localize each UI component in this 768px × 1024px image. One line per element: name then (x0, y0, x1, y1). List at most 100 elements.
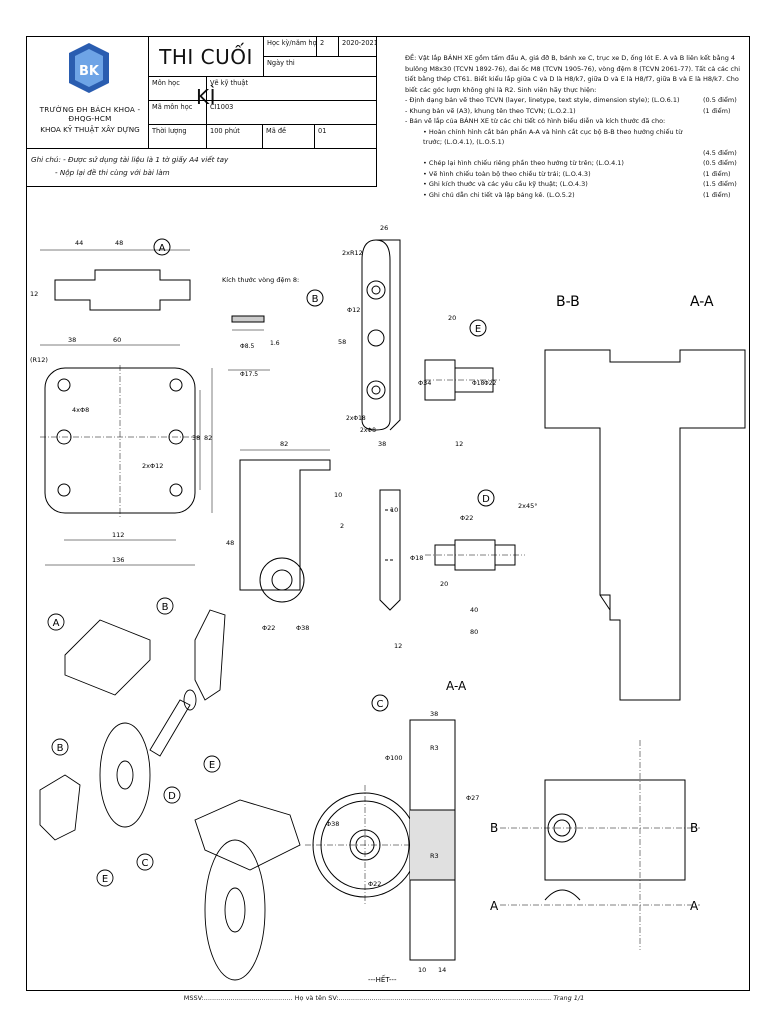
requirement-item: • Hoàn chỉnh hình cắt bán phần A-A và hì… (405, 127, 745, 148)
iso-label-e: E (209, 760, 215, 771)
isometric-sketches: A B C D E B E (39, 597, 301, 981)
dim-a-2xd12: 2xΦ12 (142, 462, 163, 470)
dim-b-d22: Φ22 (262, 624, 275, 632)
date-label: Ngày thi (264, 57, 377, 77)
dim-c-r3b: R3 (430, 852, 439, 860)
requirement-score: (0.5 điểm) (703, 96, 737, 104)
requirement-item: (4.5 điểm) (405, 148, 745, 159)
svg-text:A: A (490, 899, 499, 913)
dim-c-d27: Φ27 (466, 794, 479, 802)
drawing-sheet: BK TRƯỜNG ĐH BÁCH KHOA - ĐHQG-HCM KHOA K… (26, 36, 750, 991)
footer: MSSV:...................................… (0, 994, 768, 1002)
iso-label-a: A (53, 618, 60, 629)
iso-label-d: D (168, 791, 176, 802)
dim-b-2xd8: 2xΦ8 (360, 427, 376, 434)
dim-a-44: 44 (75, 239, 83, 247)
dim-a-112: 112 (112, 531, 124, 539)
logo-text: BK (79, 64, 100, 79)
dim-c-d100: Φ100 (385, 754, 403, 762)
requirement-item: - Khung bản vẽ (A3), khung tên theo TCVN… (405, 106, 745, 117)
requirement-score: (4.5 điểm) (703, 148, 737, 157)
part-c-views: C Φ100 Φ38 Φ22 R3 R3 Φ27 38 10 14 ---HẾT… (305, 694, 479, 984)
student-name-field: Họ và tên SV:...........................… (294, 994, 552, 1002)
washer-label: Kích thước vòng đệm 8: (222, 276, 299, 284)
dim-d-chamfer: 2x45° (518, 502, 538, 510)
university-name: TRƯỜNG ĐH BÁCH KHOA - ĐHQG-HCM (39, 105, 141, 123)
washer-dim-inner: Φ8.5 (240, 343, 254, 350)
term-value: 2 (317, 37, 339, 57)
exam-notes: Ghi chú: - Được sử dụng tài liệu là 1 tờ… (31, 153, 228, 179)
note-line-2: - Nộp lại đề thi cùng với bài làm (55, 168, 170, 177)
dim-a-48: 48 (115, 239, 123, 247)
dim-b-48: 48 (226, 539, 234, 547)
part-e-view: E 20 Φ34 Φ18 Φ22 12 (418, 314, 500, 448)
label-e-top: E (475, 324, 481, 335)
exam-intro: ĐỀ: Vật lắp BÁNH XE gồm tấm đầu A, giá đ… (405, 54, 741, 94)
end-marker: ---HẾT--- (368, 974, 397, 984)
requirement-text: • Ghi chú dẫn chi tiết và lập bảng kê. (… (423, 190, 575, 199)
dim-b-2xr12: 2xR12 (342, 249, 363, 257)
dim-c-38: 38 (430, 710, 438, 718)
requirement-list: - Định dạng bản vẽ theo TCVN (layer, lin… (405, 95, 745, 200)
code-value: CI1003 (207, 101, 377, 125)
dim-e-12: 12 (455, 440, 463, 448)
dim-b-10b: 10 (390, 506, 398, 514)
code-label: Mã môn học (149, 101, 207, 125)
requirement-score: (1.5 điểm) (703, 180, 737, 188)
dim-e-d34: Φ34 (418, 379, 431, 387)
requirement-score: (0.5 điểm) (703, 159, 737, 167)
duration-value: 100 phút (207, 125, 263, 149)
dim-b-38: 38 (378, 440, 386, 448)
requirement-text: - Định dạng bản vẽ theo TCVN (layer, lin… (405, 96, 680, 104)
iso-label-e2: E (102, 874, 108, 885)
requirement-text: • Ghi kích thước và các yêu cầu kỹ thuật… (423, 180, 588, 188)
dim-b-2: 2 (340, 522, 344, 530)
dim-d-d22: Φ22 (460, 514, 473, 522)
logo-cell: BK TRƯỜNG ĐH BÁCH KHOA - ĐHQG-HCM KHOA K… (27, 37, 149, 149)
dim-a-4xd8: 4xΦ8 (72, 406, 89, 414)
requirement-item: • Chép lại hình chiếu riêng phần theo hư… (405, 158, 745, 169)
washer-dim-thick: 1.6 (270, 340, 280, 347)
label-b-top: B (312, 294, 319, 305)
student-id-field: MSSV:...................................… (183, 994, 293, 1002)
dim-d-d18: Φ18 (410, 554, 423, 562)
dim-b-d12: Φ12 (347, 306, 360, 314)
iso-label-b2: B (57, 743, 64, 754)
dim-b-2xd18: 2xΦ18 (346, 415, 366, 422)
year-value: 2020-2021 (339, 37, 377, 57)
dim-c-r3a: R3 (430, 744, 439, 752)
requirement-text: - Bản vẽ lắp của BÁNH XE từ các chi tiết… (405, 117, 666, 125)
requirement-text: - Khung bản vẽ (A3), khung tên theo TCVN… (405, 106, 576, 115)
washer-view: Kích thước vòng đệm 8: Φ8.5 Φ17.5 1.6 (222, 276, 299, 378)
dim-b-26: 26 (380, 224, 388, 232)
requirement-item: • Ghi kích thước và các yêu cầu kỹ thuật… (405, 179, 745, 190)
requirement-text: • Vẽ hình chiếu toàn bộ theo chiều từ tr… (423, 169, 591, 178)
dim-a-12: 12 (30, 290, 38, 298)
dim-e-d18: Φ18 (472, 380, 485, 387)
requirement-item: • Vẽ hình chiếu toàn bộ theo chiều từ tr… (405, 169, 745, 180)
exam-code-label: Mã đề (263, 125, 315, 149)
requirement-text: • Hoàn chỉnh hình cắt bán phần A-A và hì… (423, 127, 683, 147)
requirement-text: • Chép lại hình chiếu riêng phần theo hư… (423, 159, 624, 167)
exam-requirements: ĐỀ: Vật lắp BÁNH XE gồm tấm đầu A, giá đ… (405, 53, 745, 200)
dim-e-d22: Φ22 (484, 380, 497, 387)
faculty-name: KHOA KỸ THUẬT XÂY DỰNG (40, 125, 140, 134)
subject-label: Môn học (149, 77, 207, 101)
dim-a-82: 82 (204, 434, 212, 442)
dim-c-10: 10 (418, 966, 426, 974)
svg-text:B: B (490, 821, 498, 835)
exam-title: THI CUỐI KÌ (149, 37, 264, 109)
section-views: B-B A-A A-A B B A A (446, 294, 746, 950)
requirement-score: (1 điểm) (703, 169, 731, 178)
iso-label-b: B (162, 602, 169, 613)
note-line-1: Ghi chú: - Được sử dụng tài liệu là 1 tờ… (31, 155, 229, 164)
section-aa-lower-title: A-A (446, 679, 467, 693)
page-number: Trang 1/1 (553, 994, 585, 1002)
requirement-item: - Bản vẽ lắp của BÁNH XE từ các chi tiết… (405, 116, 745, 127)
requirement-item: - Định dạng bản vẽ theo TCVN (layer, lin… (405, 95, 745, 106)
exam-code-value: 01 (315, 125, 377, 149)
dim-b-d38: Φ38 (296, 624, 309, 632)
dim-a-r12: (R12) (30, 356, 48, 364)
dim-c-14: 14 (438, 966, 446, 974)
